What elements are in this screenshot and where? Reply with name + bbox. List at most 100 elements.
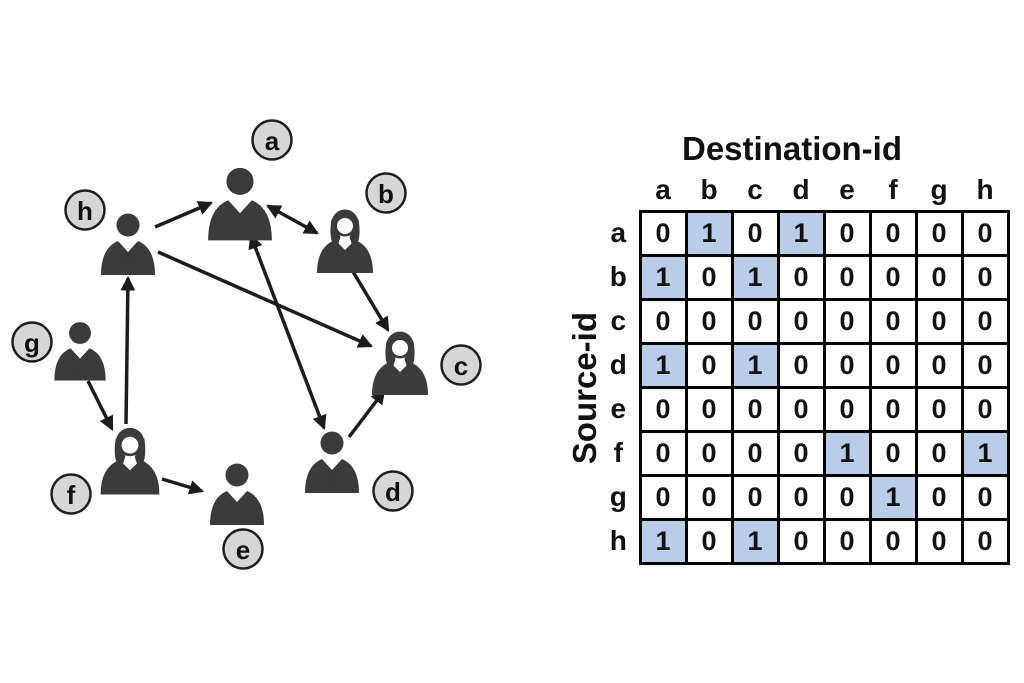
cell-h-a: 1	[638, 517, 688, 565]
edge-a-d	[248, 233, 327, 431]
cell-b-c: 1	[730, 253, 780, 301]
row-header-d: d	[609, 349, 627, 380]
cell-f-a: 0	[638, 429, 688, 477]
cell-e-e: 0	[822, 385, 872, 433]
cell-a-g: 0	[914, 209, 964, 257]
node-label-b: b	[365, 172, 407, 214]
cell-b-h: 0	[960, 253, 1010, 301]
cell-d-d: 0	[776, 341, 826, 389]
cell-d-h: 0	[960, 341, 1010, 389]
node-label-e: e	[222, 528, 264, 570]
cell-b-f: 0	[868, 253, 918, 301]
cell-b-d: 0	[776, 253, 826, 301]
cell-c-f: 0	[868, 297, 918, 345]
cell-c-g: 0	[914, 297, 964, 345]
col-header-a: a	[655, 174, 671, 206]
cell-e-h: 0	[960, 385, 1010, 433]
cell-g-a: 0	[638, 473, 688, 521]
node-label-f: f	[50, 473, 92, 515]
cell-a-c: 0	[730, 209, 780, 257]
cell-e-b: 0	[684, 385, 734, 433]
cell-b-g: 0	[914, 253, 964, 301]
edge-f-h	[120, 275, 136, 425]
svg-text:d: d	[385, 477, 401, 507]
cell-e-c: 0	[730, 385, 780, 433]
cell-g-h: 0	[960, 473, 1010, 521]
cell-g-f: 1	[868, 473, 918, 521]
cell-d-g: 0	[914, 341, 964, 389]
col-header-f: f	[888, 174, 898, 206]
cell-c-b: 0	[684, 297, 734, 345]
edge-g-f	[86, 380, 114, 431]
svg-text:b: b	[378, 179, 394, 209]
cell-e-f: 0	[868, 385, 918, 433]
network-graph: a b h g c f d e	[11, 119, 482, 570]
cell-e-a: 0	[638, 385, 688, 433]
cell-f-e: 1	[822, 429, 872, 477]
cell-g-d: 0	[776, 473, 826, 521]
col-header-d: d	[792, 174, 810, 206]
node-label-a: a	[251, 119, 293, 161]
svg-text:a: a	[265, 126, 280, 156]
node-label-h: h	[64, 189, 106, 231]
cell-d-f: 0	[868, 341, 918, 389]
cell-f-b: 0	[684, 429, 734, 477]
cell-a-b: 1	[684, 209, 734, 257]
col-header-c: c	[747, 174, 763, 206]
col-header-e: e	[839, 174, 855, 206]
col-header-b: b	[700, 174, 718, 206]
cell-f-f: 0	[868, 429, 918, 477]
edge-f-e	[161, 477, 205, 495]
node-label-g: g	[11, 321, 53, 363]
node-label-c: c	[440, 344, 482, 386]
person-icon-h	[101, 213, 155, 275]
row-header-b: b	[609, 261, 627, 292]
edge-a-b	[266, 204, 319, 235]
cell-a-f: 0	[868, 209, 918, 257]
destination-axis-title: Destination-id	[682, 130, 902, 167]
cell-c-d: 0	[776, 297, 826, 345]
person-icon-f	[100, 427, 160, 495]
cell-b-e: 0	[822, 253, 872, 301]
cell-f-g: 0	[914, 429, 964, 477]
col-header-h: h	[976, 174, 994, 206]
cell-g-c: 0	[730, 473, 780, 521]
cell-f-d: 0	[776, 429, 826, 477]
svg-text:h: h	[77, 196, 93, 226]
cell-g-g: 0	[914, 473, 964, 521]
cell-a-d: 1	[776, 209, 826, 257]
row-header-g: g	[609, 481, 627, 512]
node-label-d: d	[372, 470, 414, 512]
person-icon-g	[54, 322, 106, 381]
cell-d-c: 1	[730, 341, 780, 389]
cell-a-a: 0	[638, 209, 688, 257]
cell-a-h: 0	[960, 209, 1010, 257]
row-header-h: h	[609, 525, 627, 556]
person-icon-b	[317, 209, 373, 273]
cell-f-c: 0	[730, 429, 780, 477]
person-icon-a	[208, 167, 272, 241]
cell-c-a: 0	[638, 297, 688, 345]
cell-d-e: 0	[822, 341, 872, 389]
cell-h-b: 0	[684, 517, 734, 565]
edge-h-a	[154, 201, 214, 229]
cell-h-h: 0	[960, 517, 1010, 565]
person-icon-d	[305, 431, 359, 493]
cell-e-d: 0	[776, 385, 826, 433]
cell-h-e: 0	[822, 517, 872, 565]
cell-h-f: 0	[868, 517, 918, 565]
cell-a-e: 0	[822, 209, 872, 257]
svg-text:c: c	[454, 351, 468, 381]
